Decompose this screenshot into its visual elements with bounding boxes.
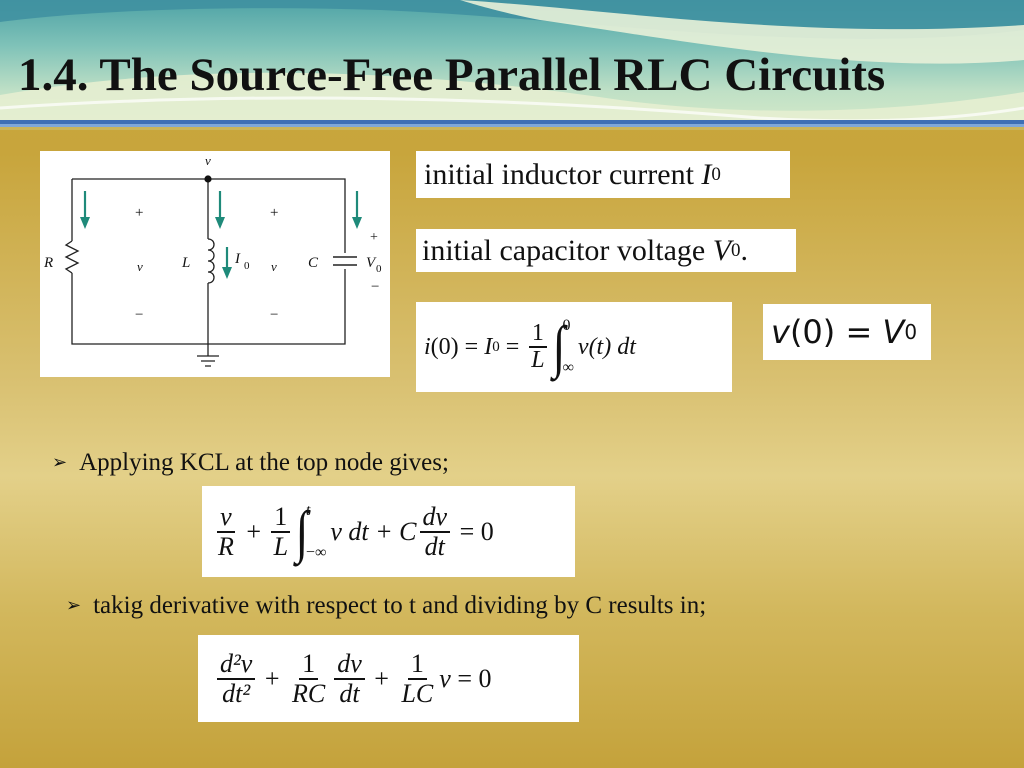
- header-band: [0, 0, 1024, 130]
- circuit-v-left: v: [137, 259, 143, 274]
- eq-kcl-lower: −∞: [305, 543, 327, 561]
- circuit-label-R: R: [43, 255, 53, 271]
- circuit-label-L: L: [181, 255, 190, 271]
- eq-kcl-integral: ∫t−∞: [295, 498, 327, 564]
- circuit-plus-middle: +: [270, 205, 278, 221]
- inductor-symbol: I: [701, 157, 712, 191]
- eq-kcl-tail: = 0: [453, 516, 494, 546]
- eq-ode-tail: = 0: [450, 663, 492, 693]
- header-wave-decoration: [0, 0, 1024, 130]
- circuit-label-V0-sub: 0: [376, 263, 382, 275]
- circuit-node-label: v: [205, 153, 211, 168]
- eq-kcl-plus: +: [239, 516, 268, 546]
- capacitor-voltage-text: initial capacitor voltage: [422, 233, 713, 267]
- eq-i0-upper: 0: [562, 317, 571, 334]
- eq-i0-lhs: i: [424, 333, 431, 360]
- inductor-subscript: 0: [711, 163, 721, 185]
- circuit-plus-left: +: [135, 205, 143, 221]
- eq-i0-sub: 0: [492, 338, 500, 355]
- eq-kcl-upper: t: [305, 501, 311, 519]
- circuit-label-C: C: [308, 255, 319, 271]
- circuit-label-V0: V: [366, 255, 377, 271]
- circuit-minus-middle: −: [270, 307, 278, 323]
- capacitor-subscript: 0: [731, 239, 741, 261]
- eq-i0-lower: ∞: [562, 359, 574, 376]
- bullet-arrow-icon: ➢: [52, 452, 68, 472]
- inductor-current-text: initial inductor current: [424, 157, 702, 191]
- circuit-label-I0: I: [234, 251, 241, 267]
- circuit-diagram-panel: v + + + R v L I 0 v C V 0 − − −: [40, 151, 390, 377]
- bullet-arrow-icon: ➢: [66, 595, 82, 615]
- eq-i0-I: I: [484, 333, 493, 360]
- parallel-rlc-circuit-diagram: v + + + R v L I 0 v C V 0 − − −: [43, 153, 382, 367]
- eq-kcl-body: v dt + C: [330, 516, 417, 546]
- bullet-derivative: ➢ takig derivative with respect to t and …: [66, 592, 706, 620]
- eq-i0-body: (t) dt: [588, 333, 636, 360]
- eq-v0-V: V: [882, 313, 905, 351]
- capacitor-period: .: [740, 233, 749, 267]
- bullet-kcl: ➢ Applying KCL at the top node gives;: [52, 449, 449, 477]
- eq-i0-eq: =: [499, 333, 526, 360]
- circuit-minus-left: −: [135, 307, 143, 323]
- bullet-derivative-text: takig derivative with respect to t and d…: [93, 592, 707, 619]
- eq-i0-arg: (0) =: [430, 333, 485, 360]
- eq-v0-v: v: [771, 313, 790, 351]
- eq-ode-plus-2: +: [367, 663, 396, 693]
- circuit-minus-cap: −: [371, 279, 379, 295]
- eq-i0-integral: ∫0∞: [552, 314, 574, 379]
- eq-v0-arg: (0) =: [789, 313, 883, 351]
- slide-title: 1.4. The Source-Free Parallel RLC Circui…: [18, 49, 886, 101]
- eq-v0-sub: 0: [904, 320, 918, 344]
- eq-ode-plus-1: +: [258, 663, 287, 693]
- circuit-plus-cap: +: [370, 230, 378, 245]
- circuit-v-middle: v: [271, 259, 277, 274]
- bullet-kcl-text: Applying KCL at the top node gives;: [79, 449, 449, 476]
- capacitor-symbol: V: [712, 233, 732, 267]
- eq-ode-v: v: [439, 663, 451, 693]
- circuit-label-I0-sub: 0: [244, 260, 250, 272]
- eq-i0-v: v: [577, 333, 589, 360]
